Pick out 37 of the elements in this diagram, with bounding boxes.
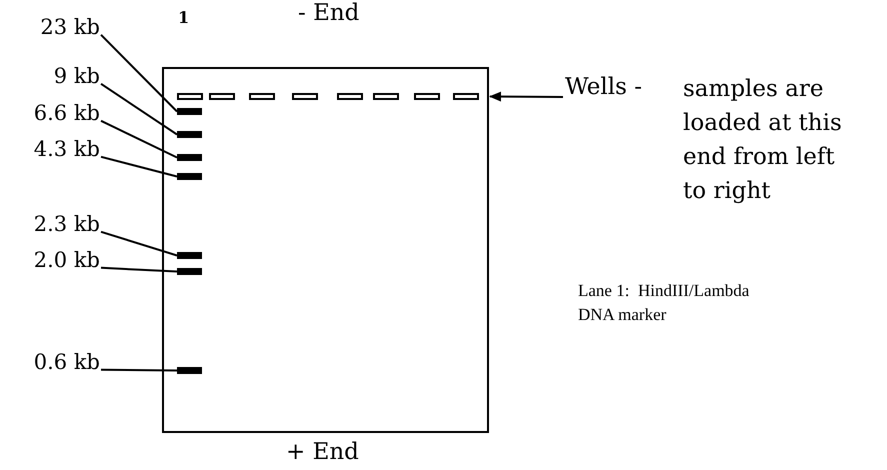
lane-note: Lane 1: HindIII/Lambda DNA marker (578, 280, 750, 326)
well (292, 93, 318, 100)
size-label: 9 kb (0, 63, 100, 89)
electrode-label: + End (286, 439, 359, 465)
leader-line (100, 120, 178, 158)
arrow (489, 92, 563, 102)
callout-label: Wells - (565, 73, 642, 102)
well (249, 93, 275, 100)
size-label: 2.0 kb (0, 247, 100, 273)
leader-line (100, 34, 178, 112)
lane-number: 1 (178, 8, 190, 27)
leader-line (100, 266, 178, 272)
leader-line (100, 82, 178, 136)
dna-band (177, 154, 202, 161)
dna-band (177, 367, 202, 374)
well (209, 93, 235, 100)
dna-band (177, 108, 202, 115)
callout-text: samples are loaded at this end from left to right (683, 75, 843, 206)
gel-outline (162, 67, 489, 433)
size-label: 6.6 kb (0, 100, 100, 126)
dna-band (177, 173, 202, 180)
size-label: 2.3 kb (0, 211, 100, 237)
well (177, 93, 203, 100)
leader-line (100, 368, 178, 372)
well (414, 93, 440, 100)
dna-band (177, 252, 202, 259)
well (373, 93, 399, 100)
well (453, 93, 479, 100)
dna-band (177, 268, 202, 275)
leader-line (100, 156, 178, 178)
dna-band (177, 131, 202, 138)
leader-line (100, 230, 178, 256)
size-label: 0.6 kb (0, 349, 100, 375)
electrode-label: - End (298, 0, 360, 26)
size-label: 4.3 kb (0, 136, 100, 162)
size-label: 23 kb (0, 14, 100, 40)
well (337, 93, 363, 100)
